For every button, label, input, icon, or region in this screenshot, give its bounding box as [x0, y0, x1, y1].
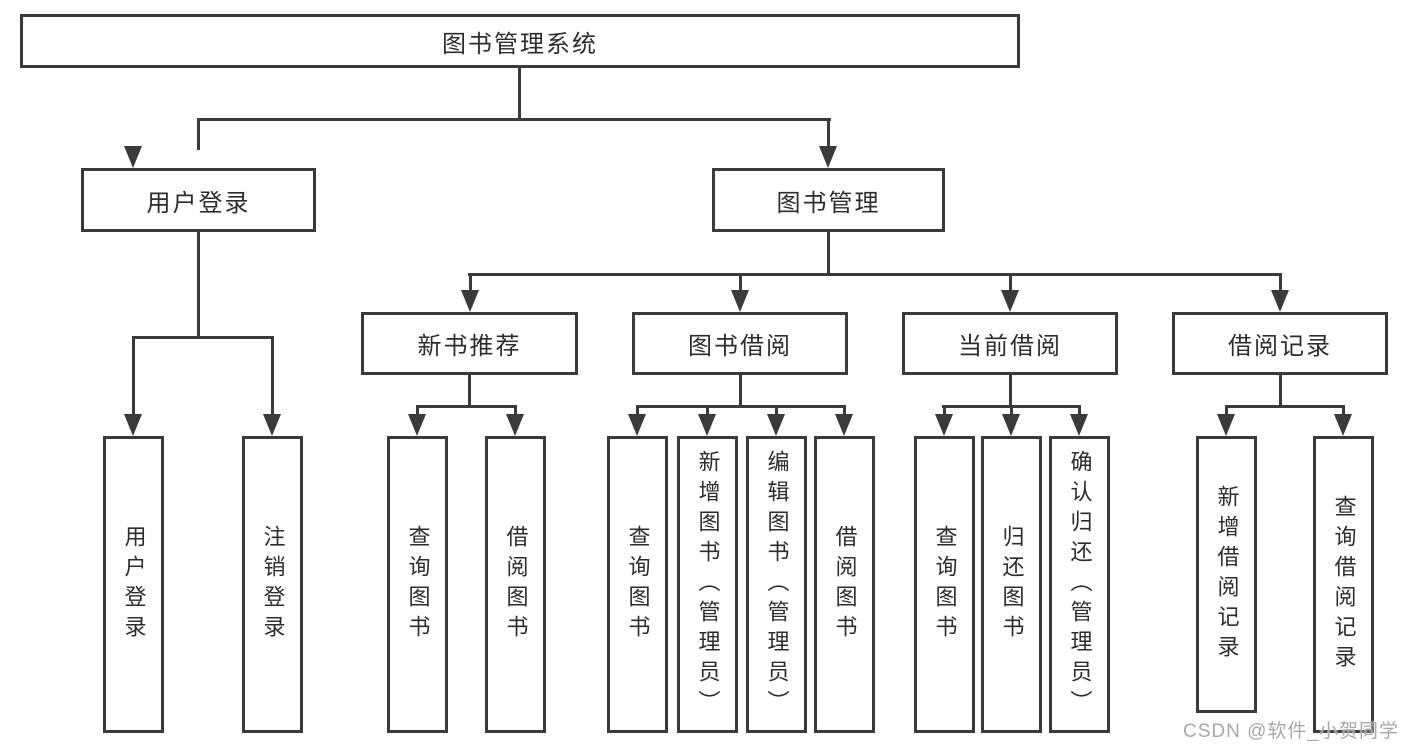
leaf-logout: 注销登录 [242, 436, 303, 733]
node-new-book-recommend: 新书推荐 [361, 312, 578, 375]
leaf-confirm-return-admin: 确认归还（管理员） [1049, 436, 1110, 733]
connector-line [197, 118, 831, 121]
csdn-watermark: CSDN @软件_小贺同学 [1183, 721, 1399, 742]
leaf-add-borrow-record: 新增借阅记录 [1196, 436, 1257, 713]
connector-line [636, 405, 846, 408]
leaf-add-book-admin: 新增图书（管理员） [677, 436, 738, 733]
connector-line [943, 405, 946, 419]
node-root-system: 图书管理系统 [20, 14, 1020, 68]
connector-line [1009, 375, 1012, 408]
arrow-down-icon [935, 414, 953, 436]
leaf-edit-book-admin: 编辑图书（管理员） [746, 436, 807, 733]
leaf-borrow-book-recommend: 借阅图书 [485, 436, 546, 733]
connector-line [827, 232, 830, 276]
node-book-borrow: 图书借阅 [632, 312, 848, 375]
connector-line [416, 405, 517, 408]
arrow-down-icon [767, 414, 785, 436]
connector-line [739, 273, 742, 293]
node-borrow-records: 借阅记录 [1172, 312, 1388, 375]
connector-line [1279, 375, 1282, 408]
connector-line [843, 405, 846, 419]
connector-line [132, 336, 274, 339]
connector-line [1279, 273, 1282, 293]
arrow-down-icon [461, 290, 479, 312]
leaf-user-login: 用户登录 [103, 436, 164, 733]
connector-line [739, 375, 742, 408]
connector-line [827, 118, 830, 150]
node-current-borrow: 当前借阅 [902, 312, 1118, 375]
leaf-borrow-book: 借阅图书 [814, 436, 875, 733]
arrow-down-icon [1334, 414, 1352, 436]
arrow-down-icon [506, 414, 524, 436]
arrow-down-icon [835, 414, 853, 436]
connector-line [197, 232, 200, 339]
leaf-return-book: 归还图书 [981, 436, 1042, 733]
arrow-down-icon [819, 146, 837, 168]
arrow-down-icon [1002, 414, 1020, 436]
arrow-down-icon [408, 414, 426, 436]
leaf-query-book-recommend: 查询图书 [387, 436, 448, 733]
connector-line [1010, 405, 1013, 419]
node-book-management: 图书管理 [712, 168, 945, 232]
leaf-query-book-current: 查询图书 [914, 436, 975, 733]
connector-line [1009, 273, 1012, 293]
connector-line [706, 405, 709, 419]
node-user-login: 用户登录 [81, 168, 316, 232]
arrow-down-icon [263, 414, 281, 436]
connector-line [197, 118, 200, 150]
arrow-down-icon [628, 414, 646, 436]
arrow-down-icon [698, 414, 716, 436]
connector-line [132, 336, 135, 418]
arrow-down-icon [124, 414, 142, 436]
arrow-down-icon [124, 146, 142, 168]
connector-line [1225, 405, 1345, 408]
connector-line [271, 336, 274, 418]
connector-line [468, 375, 471, 408]
connector-line [468, 273, 1282, 276]
connector-line [518, 68, 521, 121]
arrow-down-icon [731, 290, 749, 312]
connector-line [469, 273, 472, 293]
connector-line [1225, 405, 1228, 419]
leaf-query-book-borrow: 查询图书 [607, 436, 668, 733]
connector-line [636, 405, 639, 419]
connector-line [416, 405, 419, 419]
connector-line [775, 405, 778, 419]
connector-line [1078, 405, 1081, 419]
arrow-down-icon [1001, 290, 1019, 312]
arrow-down-icon [1217, 414, 1235, 436]
connector-line [1342, 405, 1345, 419]
leaf-query-borrow-record: 查询借阅记录 [1313, 436, 1374, 733]
arrow-down-icon [1271, 290, 1289, 312]
connector-line [514, 405, 517, 419]
arrow-down-icon [1070, 414, 1088, 436]
